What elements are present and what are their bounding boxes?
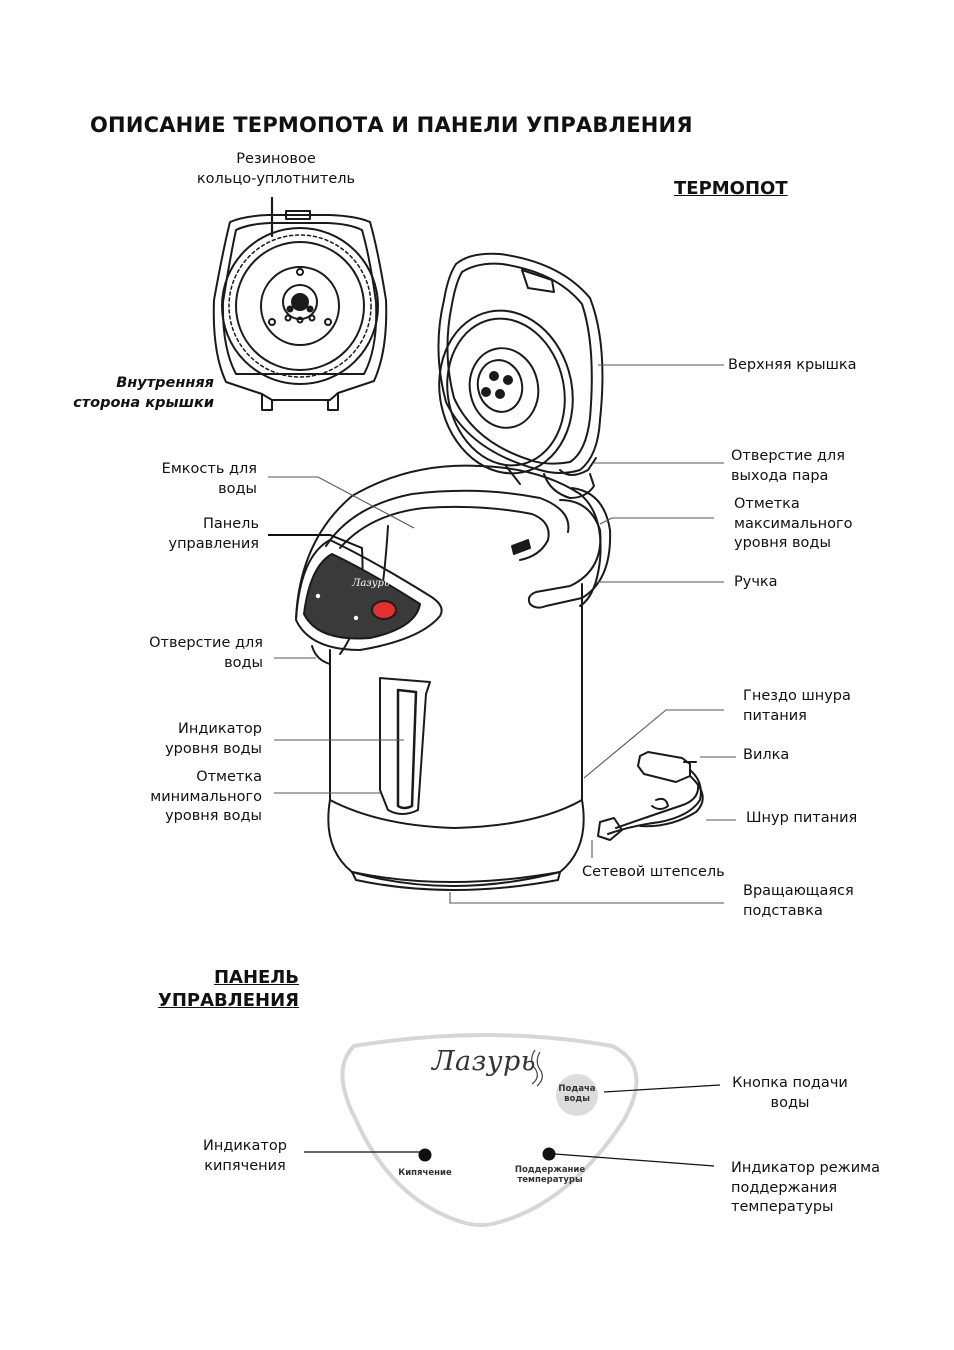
dispense-button-shape bbox=[556, 1074, 598, 1116]
label-rotating-base: Вращающаяся подставка bbox=[743, 883, 854, 919]
label-control-panel: Панель управления bbox=[168, 516, 259, 552]
label-cord-socket: Гнездо шнура питания bbox=[743, 688, 851, 724]
power-cord-drawing bbox=[597, 751, 704, 841]
callout-keep-warm-indicator: Индикатор режима поддержания температуры bbox=[731, 1160, 880, 1215]
control-panel-drawing bbox=[340, 1033, 639, 1227]
panel-leader-lines bbox=[304, 1084, 721, 1167]
label-top-lid: Верхняя крышка bbox=[728, 357, 857, 373]
callout-boil-indicator: Индикатор кипячения bbox=[203, 1138, 287, 1174]
section-heading-thermopot: ТЕРМОПОТ bbox=[674, 178, 788, 199]
label-level-indicator: Индикатор уровня воды bbox=[165, 721, 262, 757]
page-title: ОПИСАНИЕ ТЕРМОПОТА И ПАНЕЛИ УПРАВЛЕНИЯ bbox=[90, 113, 693, 137]
lid-inner-side-drawing bbox=[212, 196, 388, 411]
callout-dispense-button: Кнопка подачи воды bbox=[732, 1075, 848, 1111]
label-mains-plug: Сетевой штепсель bbox=[582, 864, 725, 880]
keep-warm-indicator-label: Поддержание температуры bbox=[514, 1165, 586, 1185]
label-plug: Вилка bbox=[743, 747, 790, 763]
boil-indicator-light bbox=[419, 1149, 432, 1162]
open-lid-drawing bbox=[437, 252, 604, 476]
boil-indicator-label: Кипячение bbox=[398, 1168, 452, 1178]
label-max-mark: Отметка максимального уровня воды bbox=[734, 496, 853, 551]
panel-brand-logo: Лазурь bbox=[432, 1046, 536, 1077]
label-steam-outlet: Отверстие для выхода пара bbox=[731, 448, 845, 484]
label-rubber-ring: Резиновое кольцо-уплотнитель bbox=[196, 151, 356, 187]
keep-warm-indicator-light bbox=[543, 1148, 556, 1161]
thermopot-body-drawing: Лазурь bbox=[295, 464, 612, 891]
label-power-cord: Шнур питания bbox=[746, 810, 858, 826]
leader-lines bbox=[268, 364, 736, 904]
label-min-mark: Отметка минимального уровня воды bbox=[150, 769, 262, 824]
section-heading-control-panel: ПАНЕЛЬ УПРАВЛЕНИЯ bbox=[157, 967, 299, 1011]
dispense-button-label[interactable]: Подача воды bbox=[558, 1084, 596, 1104]
label-lid-inner-side: Внутренняя сторона крышки bbox=[73, 375, 214, 411]
body-panel-brand: Лазурь bbox=[351, 578, 389, 589]
label-water-opening: Отверстие для воды bbox=[149, 635, 263, 671]
label-handle: Ручка bbox=[734, 574, 778, 590]
label-water-container: Емкость для воды bbox=[161, 461, 257, 497]
